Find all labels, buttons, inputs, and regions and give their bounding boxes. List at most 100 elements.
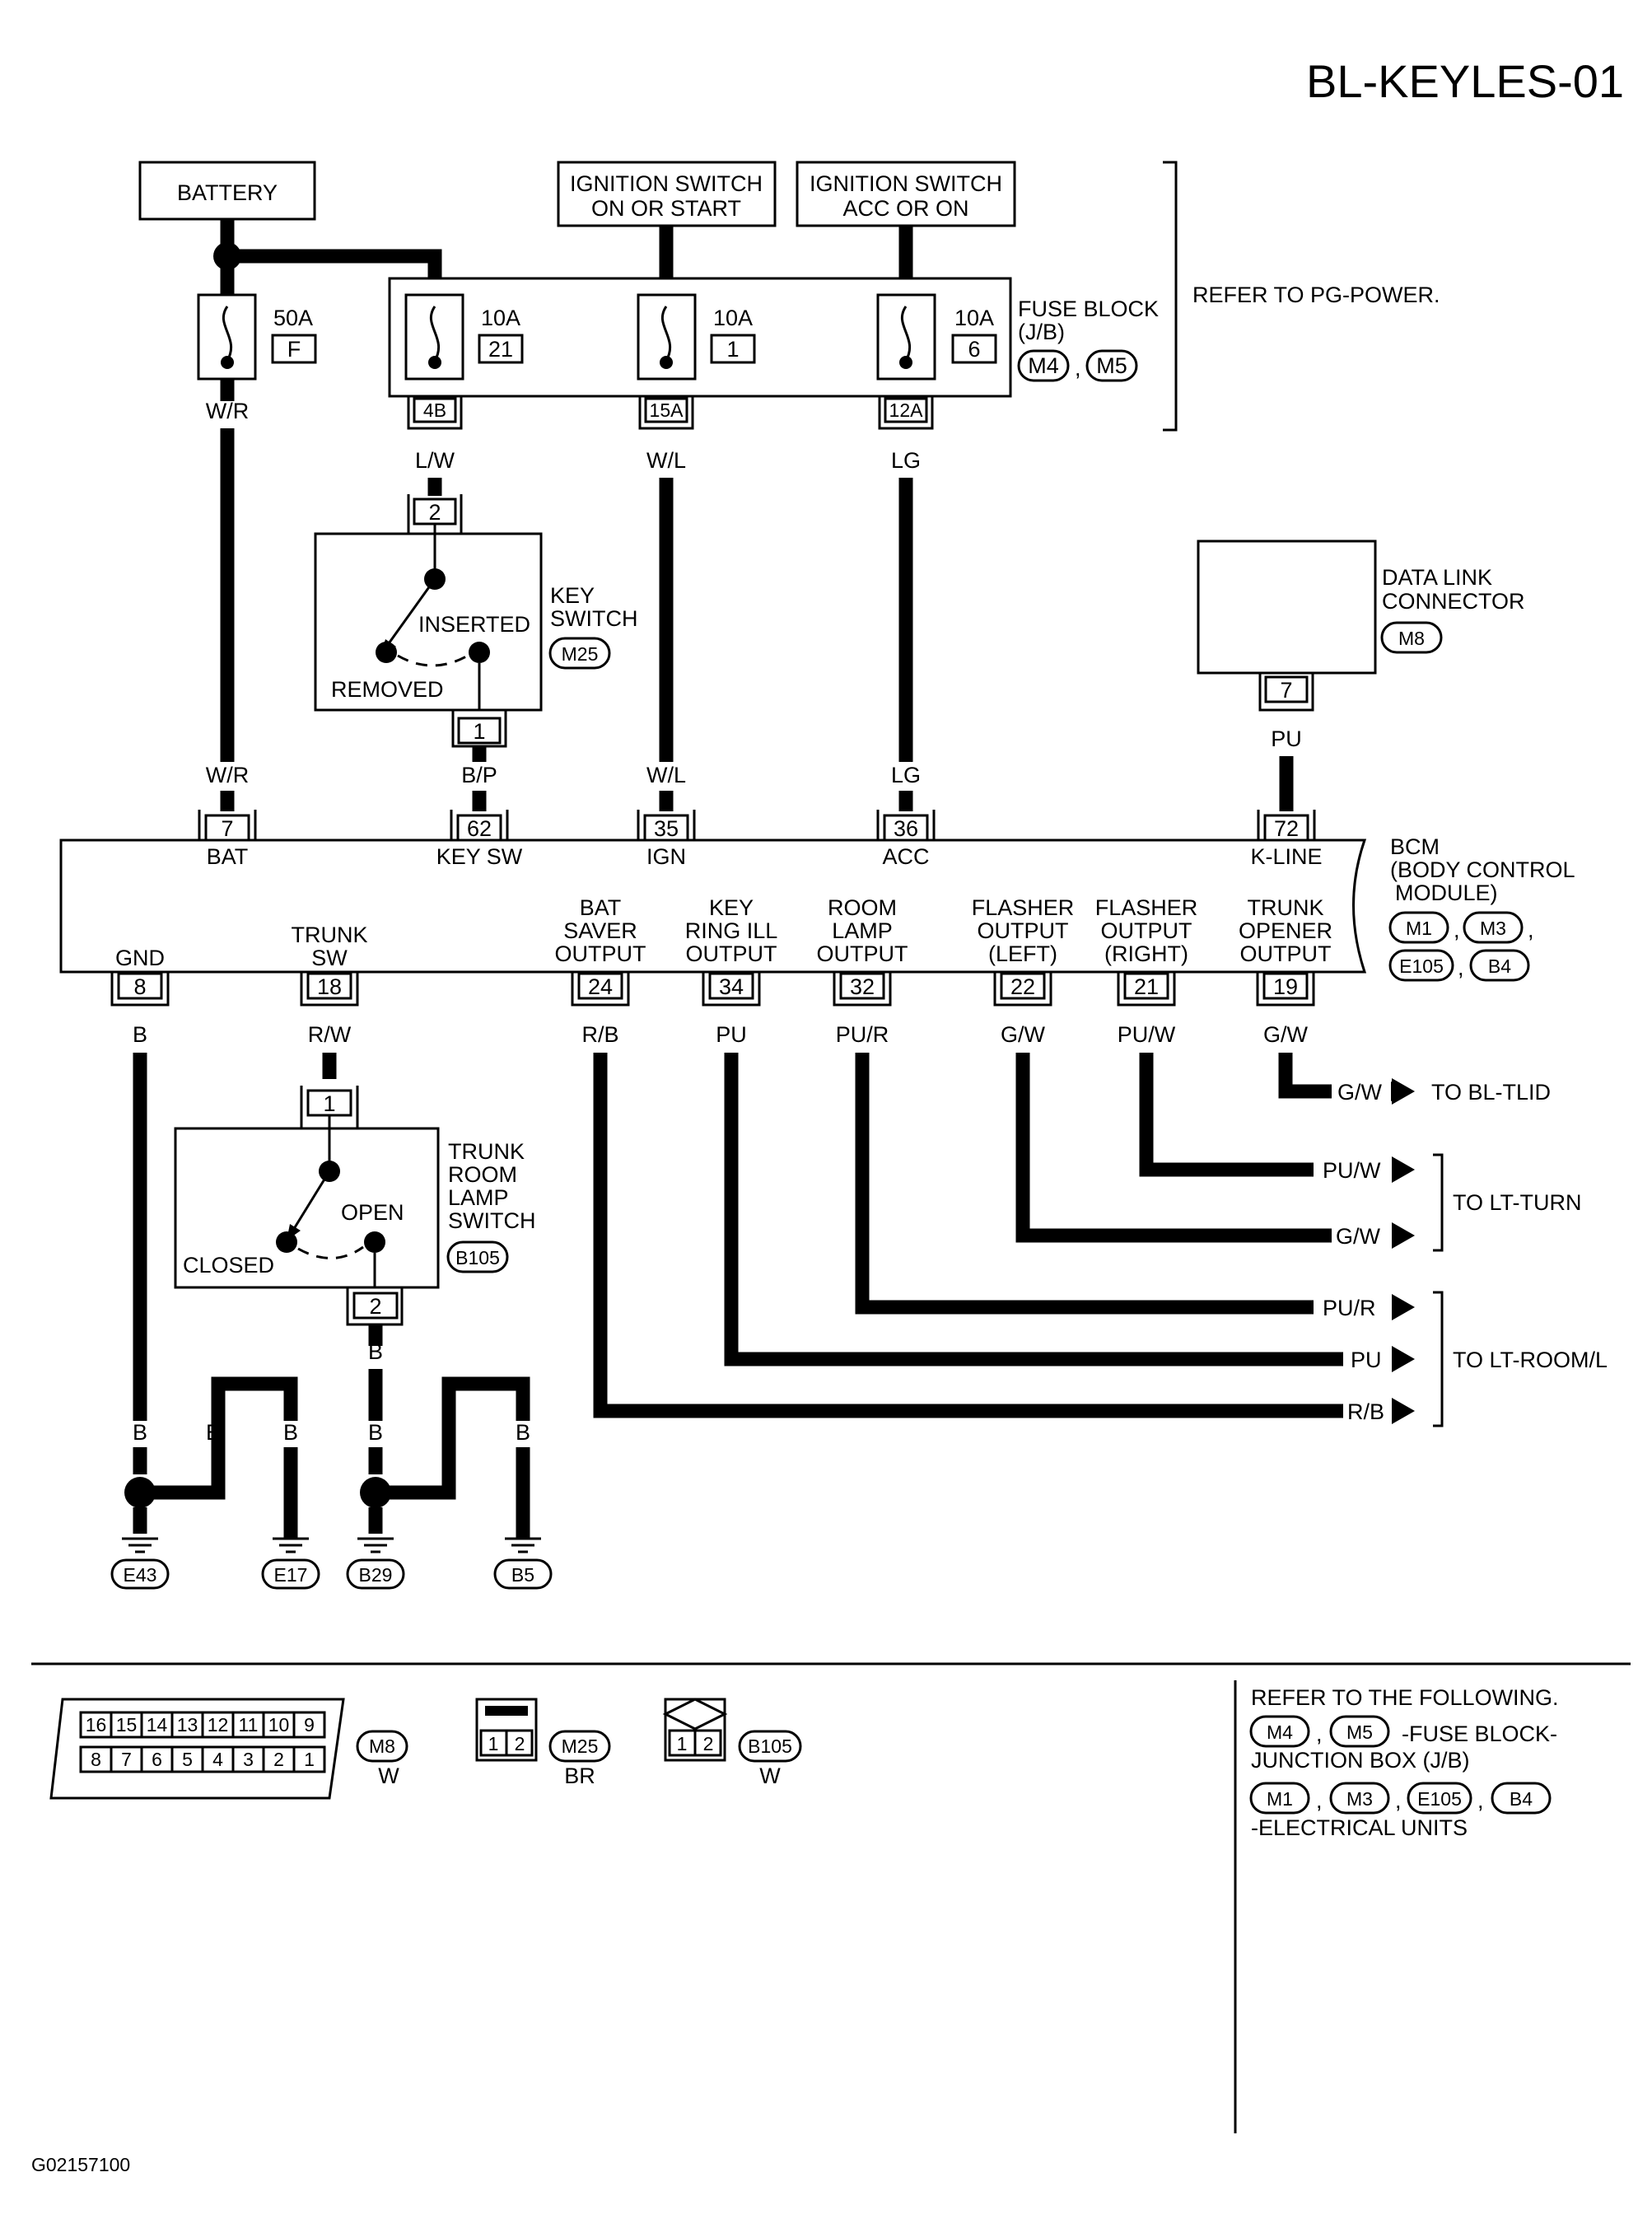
ignition-on-start-box: IGNITION SWITCH ON OR START [557, 161, 777, 227]
wire-color-wl-top: W/L [646, 448, 686, 473]
dlc-label-1: DATA LINK [1382, 565, 1492, 590]
svg-text:M1: M1 [1406, 918, 1432, 939]
svg-text:RING ILL: RING ILL [685, 918, 778, 943]
dest-lt-rooml: TO LT-ROOM/L [1453, 1348, 1608, 1372]
svg-text:B: B [133, 1022, 147, 1047]
svg-text:M5: M5 [1346, 1721, 1373, 1743]
m8-pin-label: 10 [268, 1714, 290, 1735]
svg-text:1: 1 [488, 1733, 499, 1754]
svg-text:,: , [1316, 1788, 1323, 1813]
svg-text:2: 2 [428, 500, 441, 525]
m8-pin-label: 1 [304, 1749, 315, 1770]
svg-text:M25: M25 [562, 1735, 599, 1757]
wire-key-ring-ill [724, 1053, 1343, 1366]
wire-color-lg-top: LG [891, 448, 921, 473]
bcm-pin-8: 8 [110, 972, 170, 1007]
svg-text:PU/R: PU/R [1323, 1296, 1376, 1320]
ground-b29: B29 [346, 1537, 405, 1590]
svg-text:21: 21 [488, 337, 513, 362]
fuse-10a-1: 10A 1 [637, 293, 756, 381]
svg-text:LAMP: LAMP [832, 918, 893, 943]
svg-text:PU/W: PU/W [1323, 1158, 1381, 1183]
arrow-puw [1392, 1156, 1415, 1183]
m8-pin-cell [201, 1745, 235, 1773]
svg-text:B: B [516, 1420, 530, 1445]
svg-text:M8: M8 [369, 1735, 395, 1757]
bcm-pin-22: 22 [993, 972, 1052, 1007]
svg-text:G/W: G/W [1336, 1224, 1381, 1249]
wire-trunk-opener [1278, 1053, 1332, 1099]
m8-pin-label: 9 [304, 1714, 315, 1735]
svg-text:G/W: G/W [1337, 1080, 1383, 1105]
ign-on-start-line1: IGNITION SWITCH [570, 171, 763, 196]
m8-pin-label: 8 [91, 1749, 101, 1770]
svg-text:G/W: G/W [1263, 1022, 1309, 1047]
svg-text:62: 62 [467, 816, 492, 841]
svg-text:72: 72 [1274, 816, 1299, 841]
svg-text:B: B [283, 1420, 298, 1445]
key-switch-label-1: KEY [550, 583, 595, 608]
svg-text:M1: M1 [1267, 1788, 1293, 1810]
m8-pin-cell [170, 1745, 204, 1773]
svg-text:1: 1 [323, 1091, 335, 1116]
m8-pin-cell [231, 1745, 265, 1773]
battery-box: BATTERY [138, 161, 316, 221]
svg-text:10A: 10A [481, 306, 520, 330]
trunk-switch-open: OPEN [341, 1200, 404, 1225]
svg-text:,: , [1528, 918, 1534, 942]
bcm-trunk-sw-label-1: TRUNK [292, 923, 368, 947]
wire-color-bp: B/P [461, 763, 497, 787]
svg-text:,: , [1454, 918, 1460, 942]
svg-text:18: 18 [317, 974, 342, 999]
arrow-pur [1392, 1294, 1415, 1320]
page-title: BL-KEYLES-01 [1306, 55, 1624, 107]
dest-bl-tlid: TO BL-TLID [1431, 1080, 1551, 1105]
svg-text:M3: M3 [1346, 1788, 1373, 1810]
terminal-12a: 12A [878, 396, 934, 430]
svg-text:19: 19 [1273, 974, 1298, 999]
svg-text:7: 7 [221, 816, 233, 841]
refer-following-panel: REFER TO THE FOLLOWING. M4 , M5 -FUSE BL… [1249, 1685, 1559, 1840]
svg-text:M4: M4 [1267, 1721, 1293, 1743]
m8-pin-label: 2 [273, 1749, 284, 1770]
dest-lt-turn: TO LT-TURN [1453, 1190, 1582, 1215]
svg-text:OUTPUT: OUTPUT [555, 941, 646, 966]
fuse-10a-21: 10A 21 [404, 293, 524, 381]
svg-text:SAVER: SAVER [563, 918, 637, 943]
m8-pin-cell [262, 1745, 296, 1773]
svg-text:7: 7 [1280, 678, 1292, 703]
svg-text:1: 1 [473, 719, 485, 744]
svg-text:(LEFT): (LEFT) [988, 941, 1057, 966]
svg-text:M5: M5 [1096, 353, 1127, 378]
svg-text:6: 6 [968, 337, 980, 362]
svg-text:PU/R: PU/R [836, 1022, 889, 1047]
wire-room-lamp [855, 1053, 1314, 1315]
svg-text:B5: B5 [511, 1564, 534, 1586]
bcm-pin-24: 24 [571, 972, 630, 1007]
svg-text:K-LINE: K-LINE [1250, 844, 1322, 869]
fuse-50a: 50A F [197, 256, 317, 381]
ground-b5: B5 [493, 1537, 553, 1590]
fuse-block-connector-m4: M4 [1017, 349, 1070, 382]
svg-text:TRUNK: TRUNK [1248, 895, 1324, 920]
m8-pin-cell [262, 1711, 296, 1739]
m8-pin-cell [140, 1745, 174, 1773]
svg-text:E43: E43 [124, 1564, 157, 1586]
wire-color-wl-bcm: W/L [646, 763, 686, 787]
svg-text:-FUSE BLOCK-: -FUSE BLOCK- [1402, 1721, 1557, 1746]
bcm-pin-19: 19 [1256, 972, 1315, 1007]
svg-text:15A: 15A [650, 399, 684, 421]
svg-text:W: W [759, 1764, 781, 1788]
svg-text:10A: 10A [954, 306, 994, 330]
svg-text:B105: B105 [748, 1735, 792, 1757]
svg-text:B105: B105 [455, 1247, 500, 1268]
fuse-10a-6: 10A 6 [876, 293, 997, 381]
dlc-label-2: CONNECTOR [1382, 589, 1525, 614]
svg-text:2: 2 [369, 1294, 381, 1319]
m8-pin-cell [292, 1745, 326, 1773]
arrow-rb [1392, 1398, 1415, 1424]
fuse-50a-rating: 50A [273, 306, 313, 330]
trunk-switch-closed: CLOSED [183, 1253, 274, 1278]
svg-text:E105: E105 [1417, 1788, 1462, 1810]
